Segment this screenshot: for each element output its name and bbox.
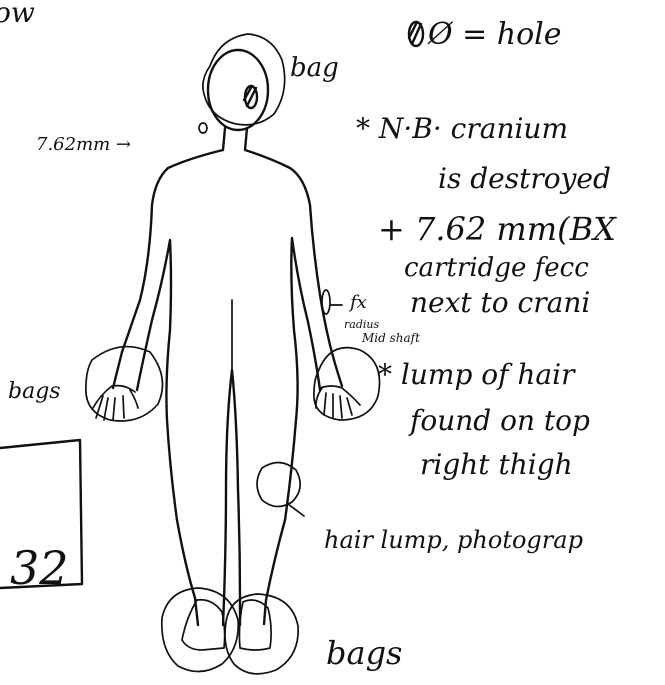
hole-symbol-head [244,86,257,108]
head-bag-outline [203,34,285,125]
body-silhouette [113,128,342,625]
label-radius: radius [344,318,379,331]
note-line-6: * lump of hair [378,358,576,391]
body-outline [93,50,360,650]
right-foot-bag [225,594,298,674]
label-bags-left: bags [8,379,61,404]
left-foot [182,600,225,650]
note-line-3: + 7.62 mm(BX [378,210,617,248]
note-line-4: cartridge fecc [404,253,589,283]
label-bag-head: bag [290,53,339,83]
label-bags-bottom: bags [326,634,402,672]
hair-lump-circle [257,462,304,516]
label-midshaft: Mid shaft [361,331,420,345]
label-cartridge-pointer: 7.62mm → [36,134,131,155]
note-line-1: * N·B· cranium [356,112,568,145]
fracture-mark-forearm [322,290,342,314]
note-line-7: found on top [408,404,590,437]
head-outline [208,50,268,130]
label-fx: fx [348,292,367,313]
note-line-8: right thigh [420,448,573,481]
note-top-left: ow [0,0,35,29]
label-hair-lump: hair lump, photograp [324,526,583,554]
note-line-2: is destroyed [438,162,611,195]
note-line-5: next to crani [410,286,590,319]
right-foot [239,600,271,650]
legend-hole: Ø = hole [427,17,562,52]
hole-symbol-legend [409,22,423,46]
box-number: 32 [10,541,69,595]
cartridge-mark [199,123,207,133]
